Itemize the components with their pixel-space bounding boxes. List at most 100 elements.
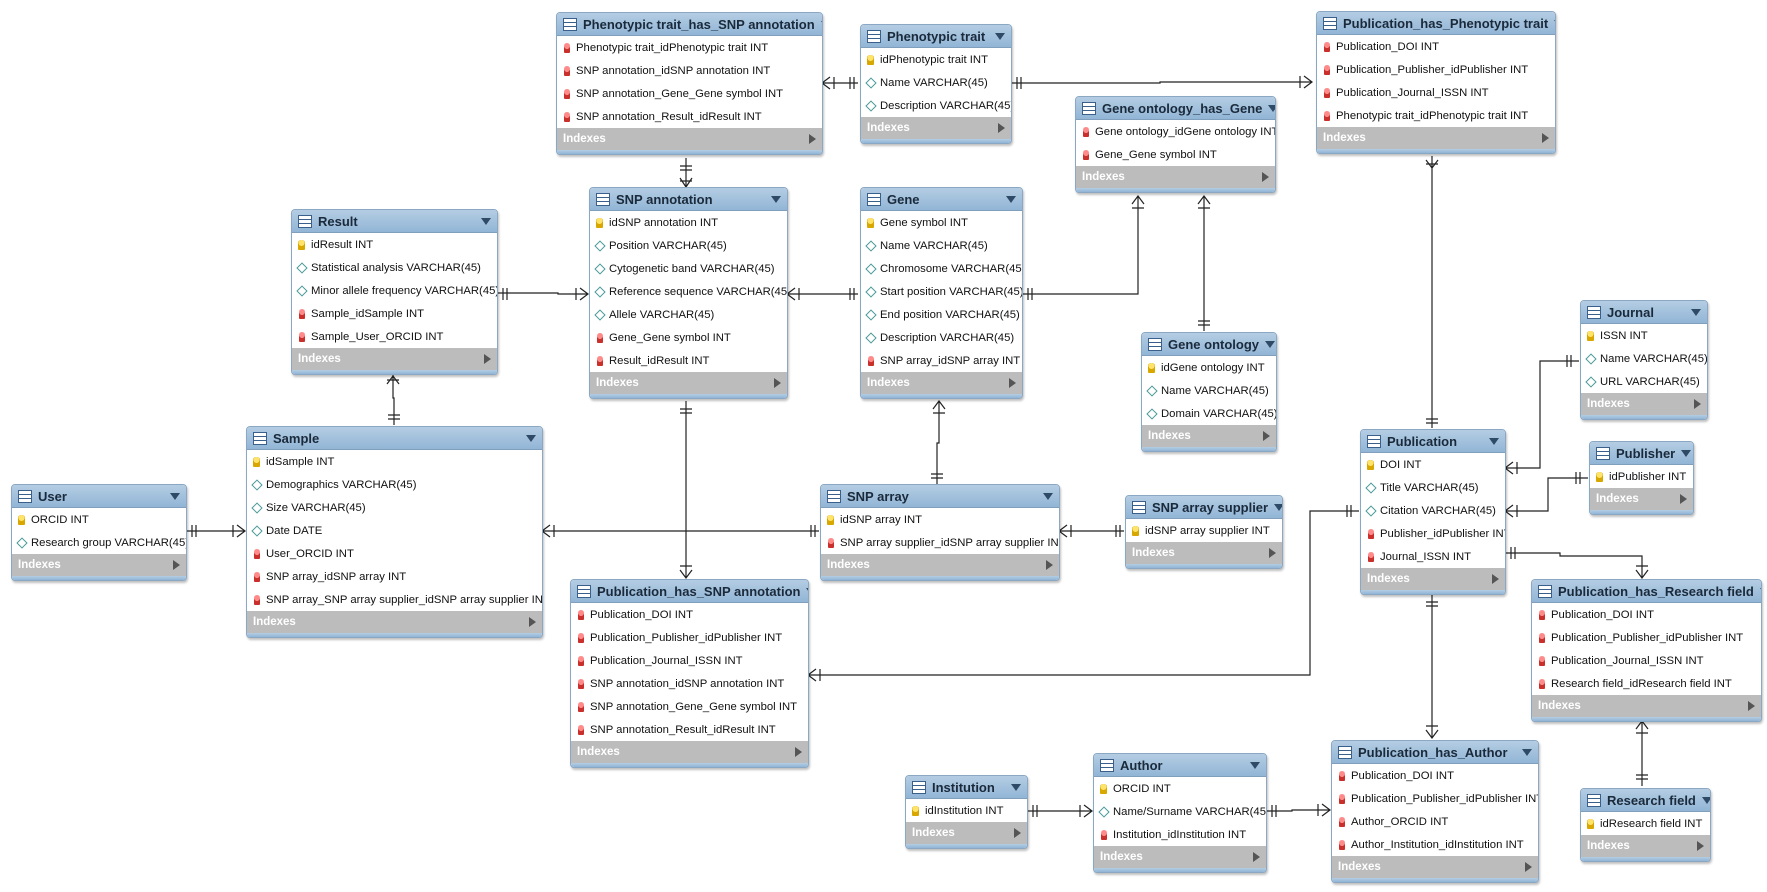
table-header[interactable]: Result bbox=[292, 210, 497, 233]
expand-arrow-icon[interactable] bbox=[1253, 852, 1260, 862]
expand-arrow-icon[interactable] bbox=[774, 378, 781, 388]
expand-arrow-icon[interactable] bbox=[1748, 701, 1755, 711]
expand-arrow-icon[interactable] bbox=[1046, 560, 1053, 570]
indexes-bar[interactable]: Indexes bbox=[1332, 856, 1538, 878]
expand-arrow-icon[interactable] bbox=[484, 354, 491, 364]
collapse-arrow-icon[interactable] bbox=[771, 195, 781, 203]
expand-arrow-icon[interactable] bbox=[809, 134, 816, 144]
indexes-bar[interactable]: Indexes bbox=[1317, 127, 1555, 149]
collapse-arrow-icon[interactable] bbox=[526, 434, 536, 442]
table-header[interactable]: Gene bbox=[861, 188, 1022, 211]
expand-arrow-icon[interactable] bbox=[795, 747, 802, 757]
expand-arrow-icon[interactable] bbox=[1009, 378, 1016, 388]
table-header[interactable]: Publisher bbox=[1590, 442, 1693, 465]
collapse-arrow-icon[interactable] bbox=[1759, 587, 1761, 595]
collapse-arrow-icon[interactable] bbox=[1681, 449, 1692, 457]
expand-arrow-icon[interactable] bbox=[1263, 431, 1270, 441]
table-header[interactable]: SNP array bbox=[821, 485, 1059, 508]
indexes-bar[interactable]: Indexes bbox=[590, 372, 787, 394]
indexes-bar[interactable]: Indexes bbox=[1532, 695, 1761, 717]
indexes-bar[interactable]: Indexes bbox=[1581, 393, 1707, 415]
expand-arrow-icon[interactable] bbox=[173, 560, 180, 570]
table-header[interactable]: Phenotypic trait bbox=[861, 25, 1011, 48]
table-header[interactable]: Publication_has_Research field bbox=[1532, 580, 1761, 603]
table-header[interactable]: Publication_has_Phenotypic trait bbox=[1317, 12, 1555, 35]
table-header[interactable]: Publication_has_SNP annotation bbox=[571, 580, 808, 603]
table-header[interactable]: SNP annotation bbox=[590, 188, 787, 211]
table-header[interactable]: Gene ontology_has_Gene bbox=[1076, 97, 1275, 120]
expand-arrow-icon[interactable] bbox=[529, 617, 536, 627]
indexes-bar[interactable]: Indexes bbox=[1142, 425, 1276, 447]
collapse-arrow-icon[interactable] bbox=[1043, 492, 1053, 500]
expand-arrow-icon[interactable] bbox=[1697, 841, 1704, 851]
collapse-arrow-icon[interactable] bbox=[1265, 340, 1275, 348]
expand-arrow-icon[interactable] bbox=[1525, 862, 1532, 872]
indexes-bar[interactable]: Indexes bbox=[906, 822, 1027, 844]
collapse-arrow-icon[interactable] bbox=[995, 32, 1005, 40]
collapse-arrow-icon[interactable] bbox=[1006, 195, 1016, 203]
collapse-arrow-icon[interactable] bbox=[1691, 308, 1701, 316]
indexes-bar[interactable]: Indexes bbox=[821, 554, 1059, 576]
collapse-arrow-icon[interactable] bbox=[1268, 104, 1275, 112]
indexes-bar[interactable]: Indexes bbox=[861, 117, 1011, 139]
collapse-arrow-icon[interactable] bbox=[806, 587, 808, 595]
collapse-arrow-icon[interactable] bbox=[1554, 19, 1555, 27]
table-header[interactable]: Gene ontology bbox=[1142, 333, 1276, 356]
collapse-arrow-icon[interactable] bbox=[1489, 437, 1499, 445]
collapse-arrow-icon[interactable] bbox=[1522, 748, 1532, 756]
indexes-bar[interactable]: Indexes bbox=[571, 741, 808, 763]
table-header[interactable]: User bbox=[12, 485, 186, 508]
expand-arrow-icon[interactable] bbox=[1269, 548, 1276, 558]
table-header[interactable]: Publication bbox=[1361, 430, 1505, 453]
table-header[interactable]: Author bbox=[1094, 754, 1266, 777]
expand-arrow-icon[interactable] bbox=[1542, 133, 1549, 143]
table-header[interactable]: Journal bbox=[1581, 301, 1707, 324]
expand-arrow-icon[interactable] bbox=[1492, 574, 1499, 584]
table-header[interactable]: Research field bbox=[1581, 789, 1710, 812]
indexes-bar[interactable]: Indexes bbox=[12, 554, 186, 576]
table-header[interactable]: Sample bbox=[247, 427, 542, 450]
table-header[interactable]: Phenotypic trait_has_SNP annotation bbox=[557, 13, 822, 36]
indexes-bar[interactable]: Indexes bbox=[1094, 846, 1266, 868]
indexes-bar[interactable]: Indexes bbox=[292, 348, 497, 370]
indexes-bar[interactable]: Indexes bbox=[1126, 542, 1282, 564]
collapse-arrow-icon[interactable] bbox=[1011, 783, 1021, 791]
collapse-arrow-icon[interactable] bbox=[170, 492, 180, 500]
table-header[interactable]: Institution bbox=[906, 776, 1027, 799]
collapse-arrow-icon[interactable] bbox=[481, 217, 491, 225]
expand-arrow-icon[interactable] bbox=[1680, 494, 1687, 504]
indexes-bar[interactable]: Indexes bbox=[247, 611, 542, 633]
expand-arrow-icon[interactable] bbox=[1014, 828, 1021, 838]
table-header[interactable]: SNP array supplier bbox=[1126, 496, 1282, 519]
expand-arrow-icon[interactable] bbox=[1262, 172, 1269, 182]
indexes-bar[interactable]: Indexes bbox=[557, 128, 822, 150]
collapse-arrow-icon[interactable] bbox=[820, 20, 822, 28]
indexes-bar[interactable]: Indexes bbox=[1076, 166, 1275, 188]
indexes-bar[interactable]: Indexes bbox=[1590, 488, 1693, 510]
expand-arrow-icon[interactable] bbox=[1694, 399, 1701, 409]
collapse-arrow-icon[interactable] bbox=[1274, 503, 1282, 511]
table-header[interactable]: Publication_has_Author bbox=[1332, 741, 1538, 764]
indexes-bar[interactable]: Indexes bbox=[1581, 835, 1710, 857]
collapse-arrow-icon[interactable] bbox=[1701, 796, 1710, 804]
indexes-bar[interactable]: Indexes bbox=[861, 372, 1022, 394]
